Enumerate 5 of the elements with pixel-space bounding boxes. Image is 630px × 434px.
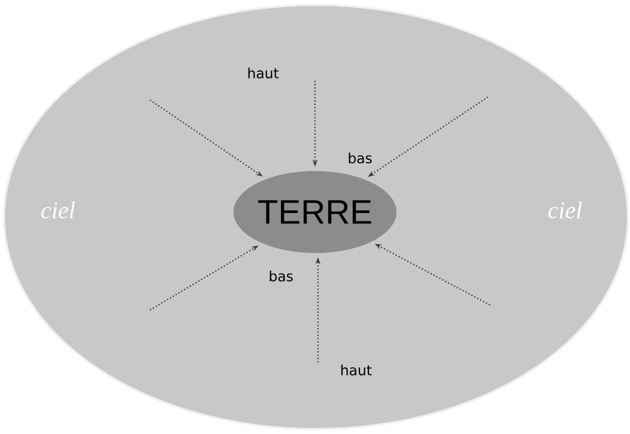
direction-word: bas xyxy=(348,152,372,164)
direction-word: bas xyxy=(270,270,293,282)
sky-ellipse xyxy=(3,4,629,430)
direction-word: haut xyxy=(248,68,279,78)
direction-word: haut xyxy=(341,364,372,376)
